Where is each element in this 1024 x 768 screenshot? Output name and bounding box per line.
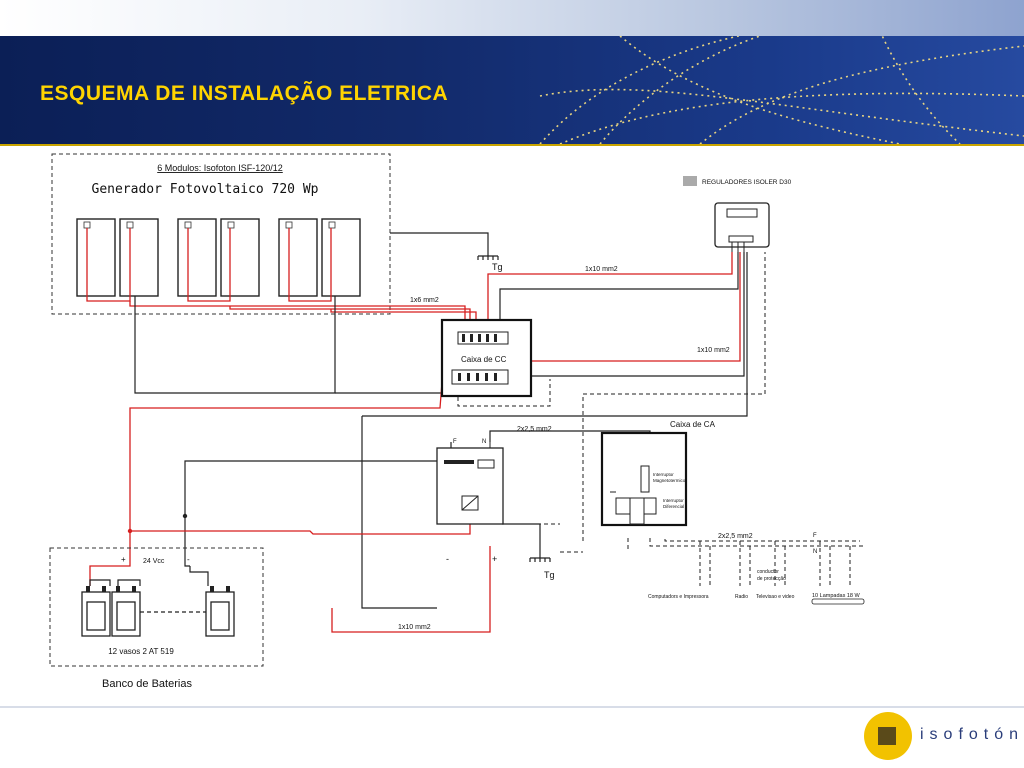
cable-label-1x10-top: 1x10 mm2 xyxy=(585,266,618,273)
ac-junction-box xyxy=(600,431,688,527)
battery-wiring xyxy=(89,566,210,613)
brand-logo-mark xyxy=(878,727,896,745)
cable-label-1x6: 1x6 mm2 xyxy=(410,297,439,304)
ground-symbol-top xyxy=(477,248,499,260)
switch1-line2: Magnetotermico xyxy=(653,478,686,483)
junction-dot xyxy=(182,513,188,519)
switch1-line1: Interruptor xyxy=(653,472,674,477)
title-banner xyxy=(0,36,1024,144)
battery-minus-label: - xyxy=(187,555,190,564)
cable-label-1x10-bottom: 1x10 mm2 xyxy=(398,624,431,631)
inverter-plus-label: + xyxy=(492,554,497,564)
pv-module xyxy=(177,218,217,297)
switch2-line2: Diferencial xyxy=(663,504,684,509)
ground-label-bottom: Tg xyxy=(544,570,555,580)
ac-output-lines xyxy=(699,541,851,586)
battery-bank-frame xyxy=(49,547,264,667)
footer-line xyxy=(0,706,1024,708)
ground-symbol-bottom xyxy=(529,538,551,562)
dashed-links xyxy=(457,252,865,553)
cable-label-2x25-out: 2x2,5 mm2 xyxy=(718,533,753,540)
generator-label: Generador Fotovoltaico 720 Wp xyxy=(92,182,319,197)
pv-modules xyxy=(76,218,361,297)
cable-label-1x10-right: 1x10 mm2 xyxy=(697,347,730,354)
ac-box-label: Caixa de CA xyxy=(670,420,716,429)
output-f-label: F xyxy=(813,533,817,539)
battery-bank-label: Banco de Baterias xyxy=(102,678,192,690)
ground-label-top: Tg xyxy=(492,262,503,272)
pv-generator-frame xyxy=(51,153,391,315)
lamp-symbol xyxy=(811,598,865,605)
pv-module xyxy=(119,218,159,297)
inverter-n-label: N xyxy=(482,439,486,445)
modules-note: 6 Modulos: Isofoton ISF-120/12 xyxy=(157,163,283,173)
dc-box-label: Caixa de CC xyxy=(461,355,507,364)
conductor-line2: de protecção xyxy=(757,576,786,582)
load-computers: Computadors e Impressora xyxy=(648,594,709,600)
switch2-line1: Interruptor xyxy=(663,498,684,503)
brand-name: isofotón xyxy=(920,726,1024,743)
regulator-legend-swatch xyxy=(683,176,697,186)
dc-junction-box xyxy=(440,318,533,398)
inverter-minus-label: - xyxy=(446,554,449,564)
charge-regulator xyxy=(714,202,770,252)
pv-module xyxy=(321,218,361,297)
conductor-line1: conductor xyxy=(757,569,779,575)
battery-plus-label: + xyxy=(121,555,126,564)
banner-decoration xyxy=(539,36,1024,144)
battery-cells xyxy=(81,591,235,637)
battery-count: 12 vasos 2 AT 519 xyxy=(108,647,174,656)
banner-rule xyxy=(0,144,1024,146)
cable-label-2x25-inverter: 2x2,5 mm2 xyxy=(517,426,552,433)
load-radio: Radio xyxy=(735,594,748,600)
load-lamps: 10 Lampadas 18 W xyxy=(812,593,861,599)
pv-module xyxy=(278,218,318,297)
junction-dot xyxy=(127,528,133,534)
wiring-diagram: 6 Modulos: Isofoton ISF-120/12 Generador… xyxy=(49,153,865,690)
output-n-label: N xyxy=(813,549,817,555)
load-tv: Televisao e video xyxy=(756,594,795,600)
inverter-f-label: F xyxy=(453,439,457,445)
battery-voltage: 24 Vcc xyxy=(143,558,165,565)
inverter xyxy=(436,442,504,525)
top-strip xyxy=(0,0,1024,36)
page-title: ESQUEMA DE INSTALAÇÃO ELETRICA xyxy=(40,82,449,105)
pv-module xyxy=(76,218,116,297)
regulator-label: REGULADORES ISOLER D30 xyxy=(702,179,792,186)
pv-module xyxy=(220,218,260,297)
